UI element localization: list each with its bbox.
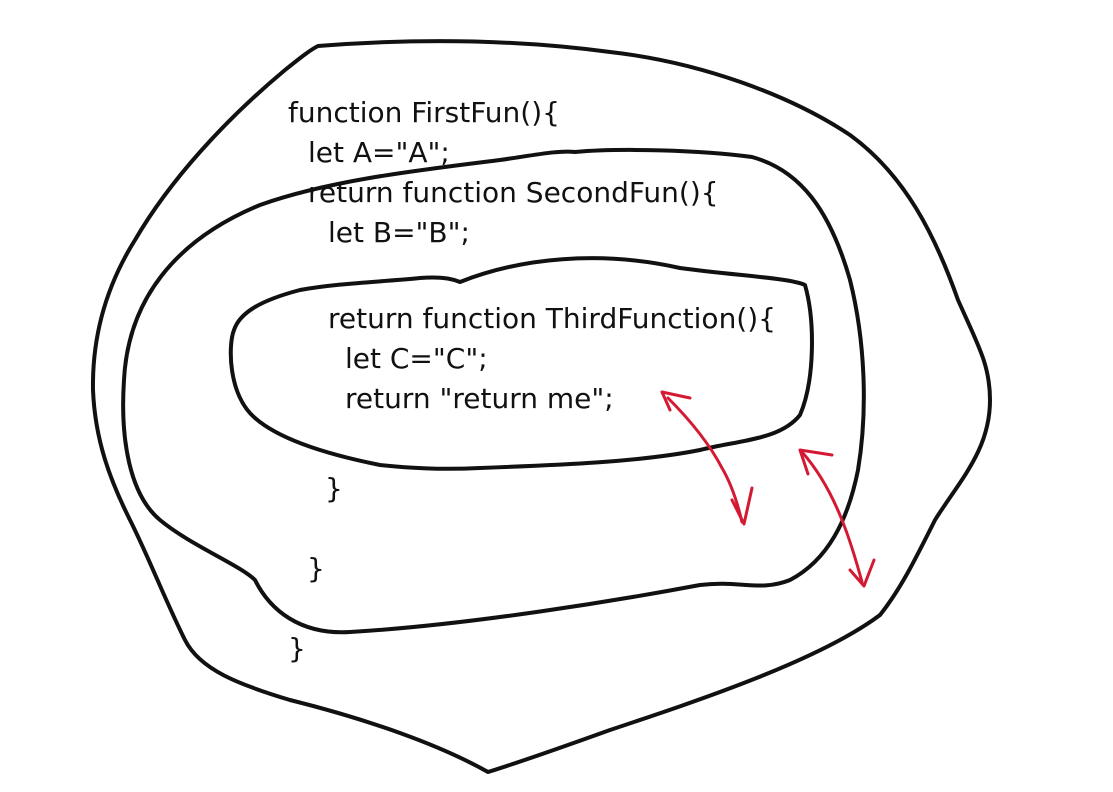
double-arrow-icon: [798, 448, 876, 588]
arrow-2-head-top: [798, 448, 834, 476]
close-third-function-brace: }: [325, 472, 343, 505]
close-second-fun-brace: }: [307, 552, 325, 585]
return-me-statement: return "return me";: [345, 382, 614, 415]
let-c-statement: let C="C";: [345, 342, 488, 375]
return-second-fun-declaration: return function SecondFun(){: [308, 176, 719, 209]
first-fun-declaration: function FirstFun(){: [288, 96, 560, 129]
arrow-2-head-bottom: [848, 558, 876, 588]
let-a-statement: let A="A";: [308, 136, 450, 169]
close-first-fun-brace: }: [288, 632, 306, 665]
arrow-1-head-bottom: [730, 486, 754, 526]
arrow-1-line: [666, 396, 744, 524]
inner-scope-outline: [228, 256, 814, 471]
outer-scope-outline: [90, 39, 992, 774]
arrow-1-head-top: [660, 390, 692, 412]
middle-scope-outline: [121, 147, 866, 635]
let-b-statement: let B="B";: [328, 216, 470, 249]
return-third-function-declaration: return function ThirdFunction(){: [328, 302, 776, 335]
arrow-2-line: [800, 450, 864, 584]
double-arrow-icon: [660, 390, 754, 526]
